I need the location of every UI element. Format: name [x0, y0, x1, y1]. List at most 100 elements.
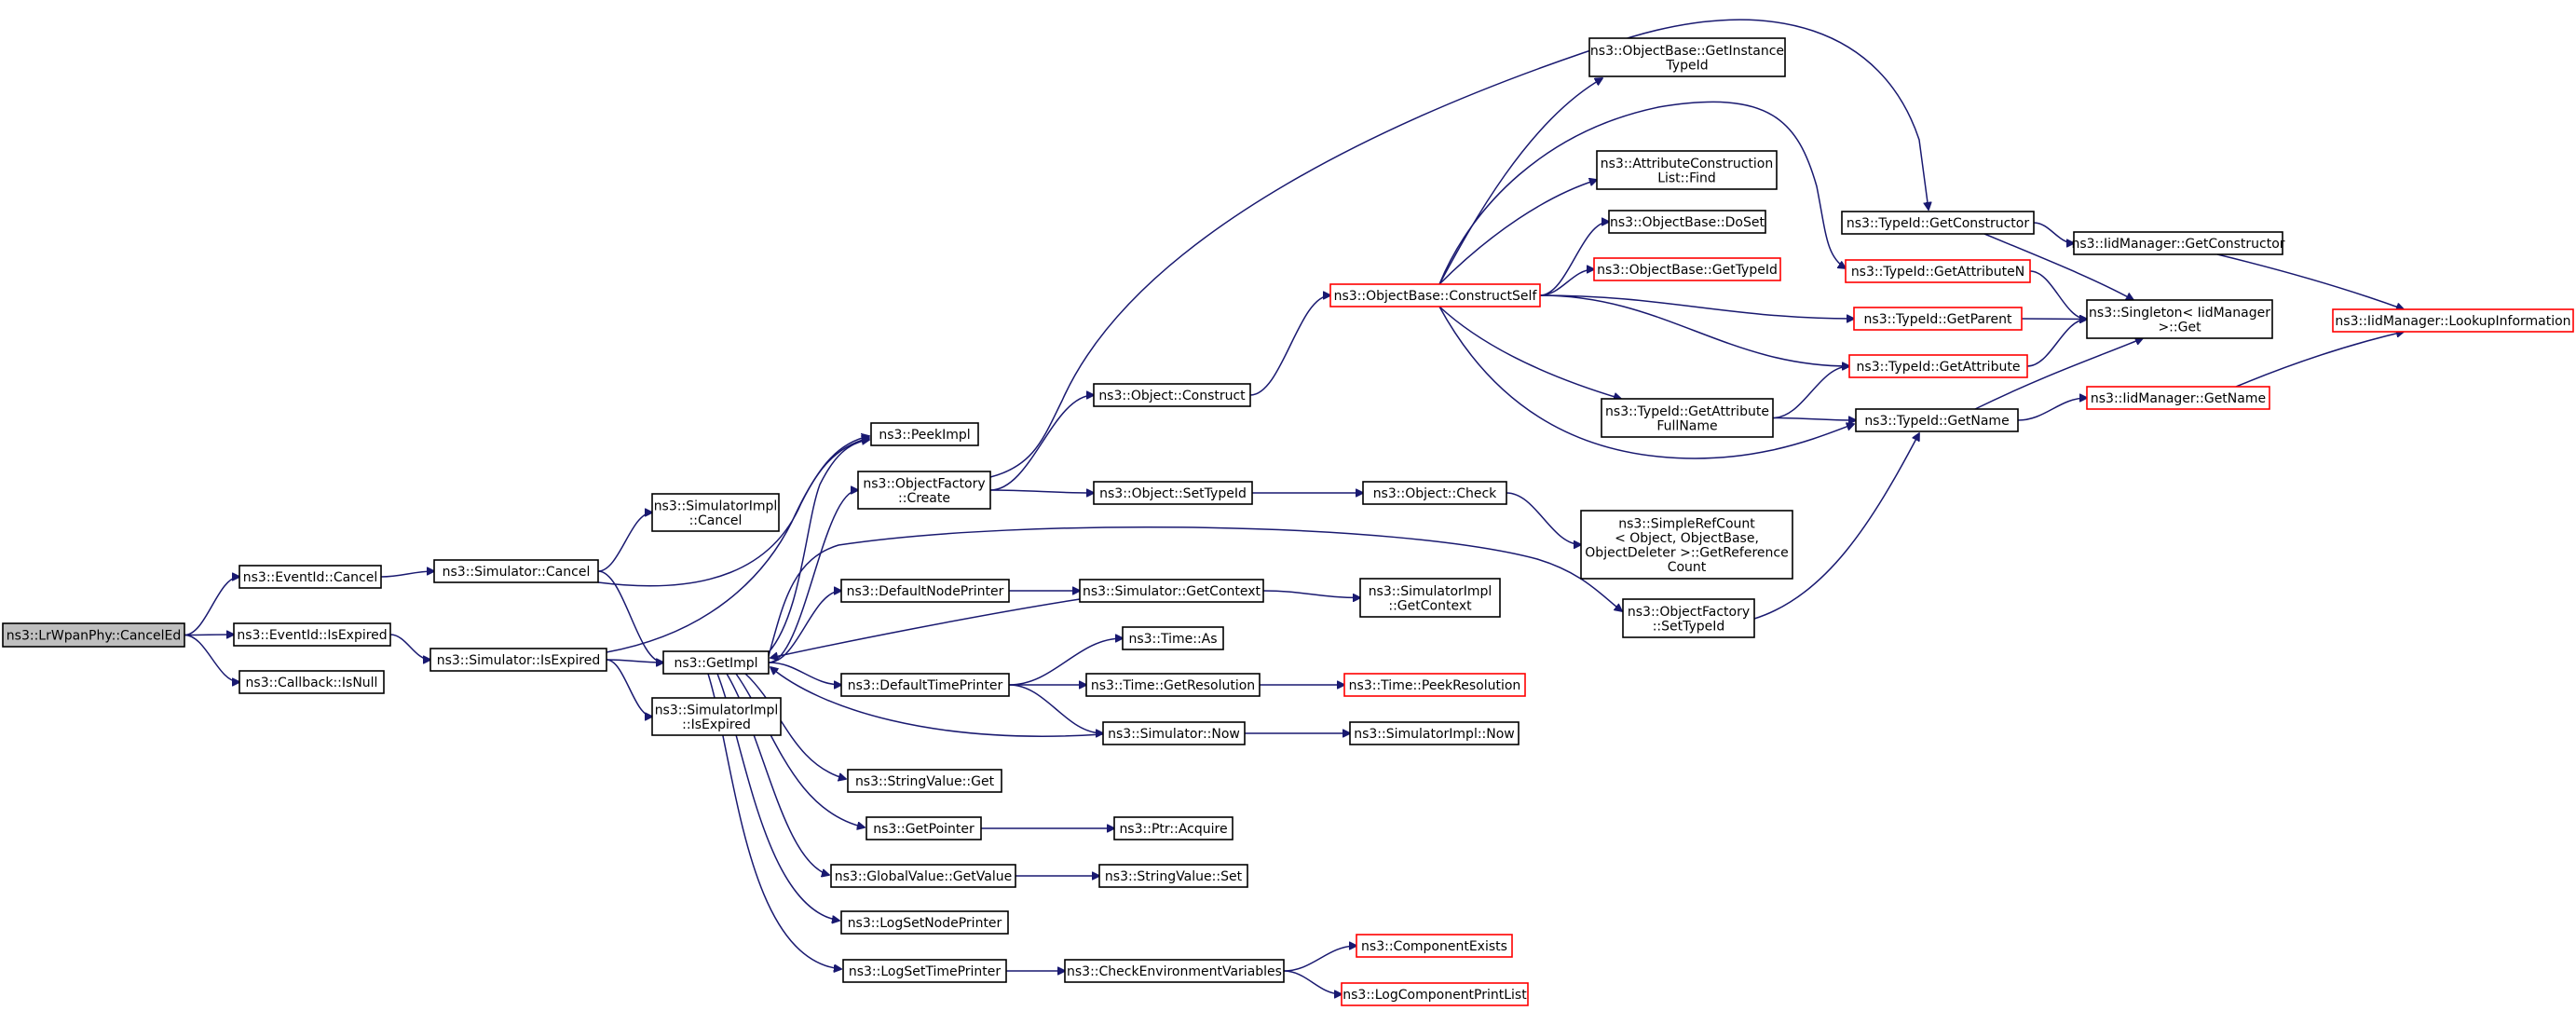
edge-defTimePrinter-to-simNow [1008, 684, 1103, 733]
node-label: ns3::Singleton< IidManager [2089, 306, 2270, 321]
edge-getImpl-to-ofSetTypeId [768, 526, 1622, 657]
edge-checkEnv-to-logCompPrint [1283, 970, 1342, 994]
node-box [2332, 308, 2574, 333]
edge-obConstructSelf-to-tidGetParent [1539, 294, 1854, 319]
edge-defTimePrinter-to-timeAs [1008, 638, 1123, 686]
edge-evCancel-to-simCancel [380, 571, 434, 578]
edge-ofCreate-to-objConstruct [989, 395, 1094, 491]
edge-obConstructSelf-to-obGetInstTid [1438, 78, 1602, 285]
node-getPointer[interactable]: ns3::GetPointer [865, 816, 982, 840]
node-ptrAcquire[interactable]: ns3::Ptr::Acquire [1113, 816, 1233, 840]
node-box [2073, 231, 2283, 255]
node-timeAs[interactable]: ns3::Time::As [1122, 626, 1224, 650]
node-box [1622, 598, 1755, 638]
node-defNodePrinter[interactable]: ns3::DefaultNodePrinter [840, 579, 1010, 603]
node-simGetContext[interactable]: ns3::Simulator::GetContext [1079, 579, 1264, 603]
node-tidGetAttrN[interactable]: ns3::TypeId::GetAttributeN [1845, 259, 2031, 283]
node-label: ns3::Ptr::Acquire [1119, 822, 1227, 837]
node-label: ns3::Simulator::IsExpired [437, 653, 601, 668]
node-objSetTypeId[interactable]: ns3::Object::SetTypeId [1093, 481, 1253, 505]
node-iidGetName[interactable]: ns3::IidManager::GetName [2086, 386, 2270, 410]
edge-tidGetAttr-to-singletonGet [2026, 320, 2087, 367]
node-tidGetAttr[interactable]: ns3::TypeId::GetAttribute [1848, 354, 2028, 378]
edge-simGetContext-to-getImpl [770, 598, 1081, 658]
node-obGetTypeId[interactable]: ns3::ObjectBase::GetTypeId [1593, 257, 1781, 281]
node-box [2086, 386, 2270, 410]
node-layer: ns3::LrWpanPhy::CancelEdns3::EventId::Ca… [2, 37, 2574, 1006]
node-timeGetRes[interactable]: ns3::Time::GetResolution [1085, 673, 1261, 697]
node-label: ns3::PeekImpl [879, 428, 970, 443]
node-simIsExpired[interactable]: ns3::Simulator::IsExpired [429, 648, 607, 672]
node-label: ns3::IidManager::GetName [2091, 391, 2266, 406]
edge-tidGetCtor-to-iidGetCtor [2033, 222, 2074, 243]
node-evCancel[interactable]: ns3::EventId::Cancel [239, 565, 382, 589]
node-simpleRefCount[interactable]: ns3::SimpleRefCount< Object, ObjectBase,… [1580, 510, 1793, 580]
node-gvGetValue[interactable]: ns3::GlobalValue::GetValue [830, 864, 1016, 888]
node-obDoSet[interactable]: ns3::ObjectBase::DoSet [1608, 210, 1766, 234]
node-ofSetTypeId[interactable]: ns3::ObjectFactory::SetTypeId [1622, 598, 1755, 638]
node-tidGetCtor[interactable]: ns3::TypeId::GetConstructor [1841, 211, 2035, 235]
node-label: ::IsExpired [682, 717, 751, 732]
node-box [830, 864, 1016, 888]
node-logCompPrint[interactable]: ns3::LogComponentPrintList [1341, 982, 1529, 1006]
node-logSetNode[interactable]: ns3::LogSetNodePrinter [840, 910, 1009, 935]
node-objCheck[interactable]: ns3::Object::Check [1362, 481, 1507, 505]
node-simImplCancel[interactable]: ns3::SimulatorImpl::Cancel [651, 493, 780, 532]
node-singletonGet[interactable]: ns3::Singleton< IidManager >::Get [2086, 299, 2273, 339]
node-box [1362, 481, 1507, 505]
node-simImplIsExpired[interactable]: ns3::SimulatorImpl::IsExpired [651, 697, 782, 736]
node-cbIsNull[interactable]: ns3::Callback::IsNull [239, 670, 385, 694]
node-obConstructSelf[interactable]: ns3::ObjectBase::ConstructSelf [1329, 283, 1541, 307]
node-box [1356, 934, 1513, 958]
node-ofCreate[interactable]: ns3::ObjectFactory::Create [857, 471, 991, 510]
node-label: ns3::EventId::Cancel [243, 570, 378, 585]
edge-ofCreate-to-objSetTypeId [989, 490, 1094, 493]
node-getImpl[interactable]: ns3::GetImpl [662, 650, 770, 675]
node-label: ns3::CheckEnvironmentVariables [1067, 964, 1282, 979]
node-label: TypeId [1665, 58, 1708, 73]
node-defTimePrinter[interactable]: ns3::DefaultTimePrinter [840, 673, 1010, 697]
node-box [1608, 210, 1766, 234]
node-objConstruct[interactable]: ns3::Object::Construct [1093, 383, 1251, 407]
node-iidLookup[interactable]: ns3::IidManager::LookupInformation [2332, 308, 2574, 333]
node-label: ::GetContext [1388, 598, 1472, 613]
node-label: ns3::ObjectFactory [1628, 605, 1750, 620]
edge-tidGetAttrFull-to-tidGetAttr [1772, 366, 1849, 419]
node-timePeekRes[interactable]: ns3::Time::PeekResolution [1343, 673, 1526, 697]
node-peekImpl[interactable]: ns3::PeekImpl [870, 422, 979, 446]
edge-tidGetAttrN-to-singletonGet [2029, 270, 2087, 320]
node-label: ObjectDeleter >::GetReference [1585, 545, 1788, 560]
node-simImplNow[interactable]: ns3::SimulatorImpl::Now [1349, 721, 1520, 745]
node-svGet[interactable]: ns3::StringValue::Get [847, 769, 1002, 793]
node-iidGetCtor[interactable]: ns3::IidManager::GetConstructor [2071, 231, 2285, 255]
node-label: ns3::ComponentExists [1361, 939, 1507, 954]
node-box [840, 579, 1010, 603]
node-label: ns3::IidManager::LookupInformation [2335, 314, 2570, 329]
node-label: ns3::LogComponentPrintList [1343, 988, 1527, 1003]
edge-obConstructSelf-to-tidGetAttr [1539, 294, 1849, 366]
node-evIsExpired[interactable]: ns3::EventId::IsExpired [233, 622, 391, 647]
edge-simCancel-to-getImpl [597, 570, 663, 663]
node-label: ns3::Simulator::GetContext [1083, 584, 1261, 599]
node-simCancel[interactable]: ns3::Simulator::Cancel [433, 559, 599, 583]
edge-objCheck-to-simpleRefCount [1506, 492, 1581, 545]
node-tidGetParent[interactable]: ns3::TypeId::GetParent [1853, 307, 2023, 331]
edge-evIsExpired-to-simIsExpired [389, 634, 430, 660]
node-box [1343, 673, 1526, 697]
node-tidGetName[interactable]: ns3::TypeId::GetName [1855, 408, 2019, 432]
node-compExists[interactable]: ns3::ComponentExists [1356, 934, 1513, 958]
node-simNow[interactable]: ns3::Simulator::Now [1102, 721, 1246, 745]
node-label: ns3::Object::SetTypeId [1099, 486, 1247, 501]
node-box [1122, 626, 1224, 650]
node-checkEnv[interactable]: ns3::CheckEnvironmentVariables [1064, 959, 1285, 983]
node-box [1855, 408, 2019, 432]
node-logSetTime[interactable]: ns3::LogSetTimePrinter [842, 959, 1007, 983]
node-box [1349, 721, 1520, 745]
node-svSet[interactable]: ns3::StringValue::Set [1098, 864, 1248, 888]
edge-simNow-to-getImpl [770, 667, 1104, 737]
node-simImplGetContext[interactable]: ns3::SimulatorImpl::GetContext [1359, 578, 1501, 618]
